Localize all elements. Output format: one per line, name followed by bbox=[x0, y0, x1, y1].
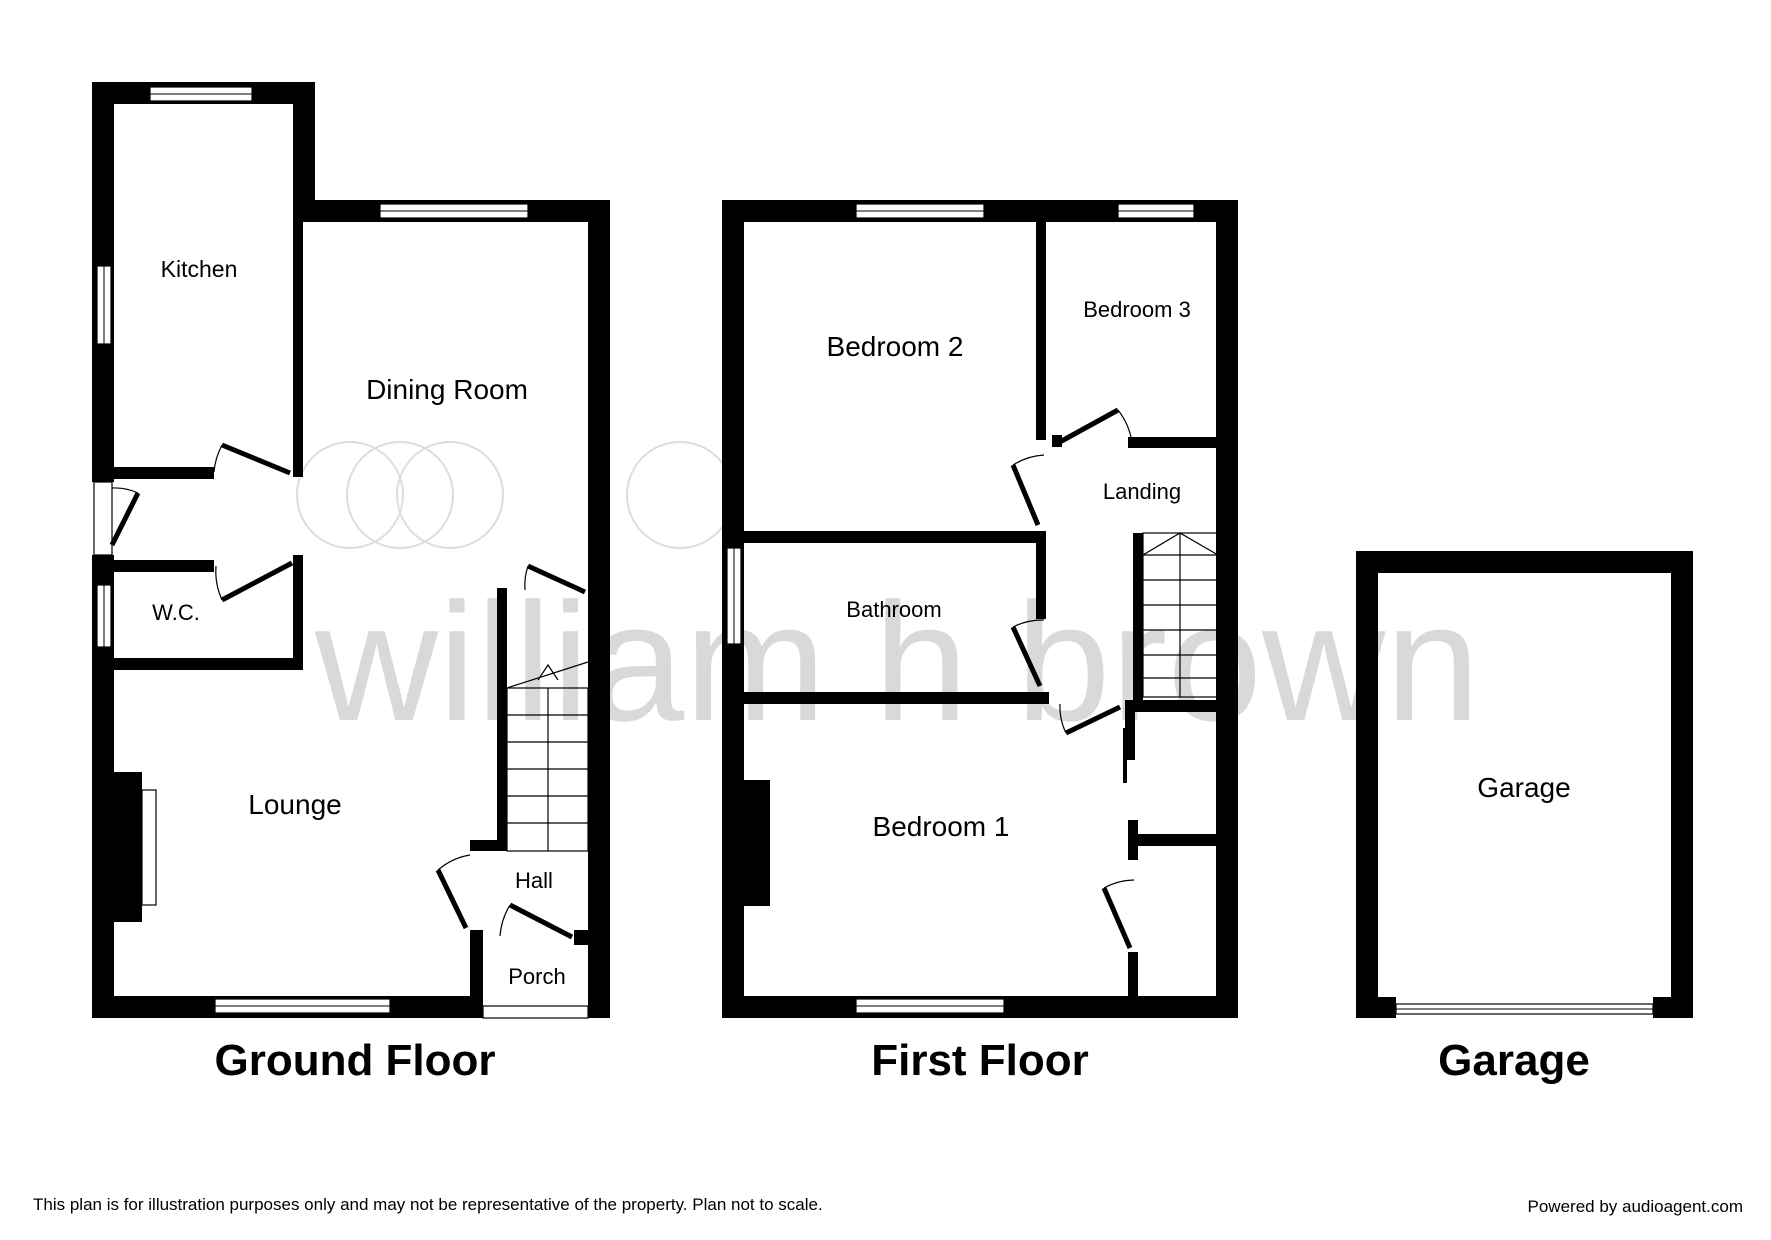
room-label-garage: Garage bbox=[1477, 772, 1570, 803]
room-label-kitchen: Kitchen bbox=[161, 256, 238, 282]
porch-entrance bbox=[482, 1005, 589, 1019]
ground-floor-windows bbox=[93, 86, 589, 1019]
room-label-lounge: Lounge bbox=[248, 789, 341, 820]
door-bathroom bbox=[1010, 619, 1045, 688]
room-label-bedroom2: Bedroom 2 bbox=[827, 331, 964, 362]
watermark-text: william h brown bbox=[314, 568, 1480, 756]
window bbox=[96, 584, 112, 648]
room-label-bedroom3: Bedroom 3 bbox=[1083, 297, 1191, 322]
room-label-landing: Landing bbox=[1103, 479, 1181, 504]
door-wc bbox=[215, 560, 294, 603]
disclaimer-text: This plan is for illustration purposes o… bbox=[33, 1195, 823, 1214]
door-lounge-hall bbox=[435, 854, 471, 930]
window bbox=[379, 203, 529, 219]
room-label-hall: Hall bbox=[515, 868, 553, 893]
powered-by-text: Powered by audioagent.com bbox=[1527, 1197, 1743, 1216]
ground-floor-stairs bbox=[506, 661, 589, 852]
window bbox=[855, 203, 985, 219]
ground-floor-doors bbox=[109, 442, 587, 940]
title-ground-floor: Ground Floor bbox=[214, 1036, 495, 1085]
room-labels: Kitchen Dining Room W.C. Lounge Hall Por… bbox=[152, 256, 1571, 989]
first-floor-stairs bbox=[1133, 532, 1219, 703]
room-label-bedroom1: Bedroom 1 bbox=[873, 811, 1010, 842]
title-first-floor: First Floor bbox=[871, 1036, 1089, 1085]
door-bedroom2 bbox=[1010, 454, 1045, 526]
door-bedroom3 bbox=[1056, 407, 1133, 446]
room-label-porch: Porch bbox=[508, 964, 565, 989]
first-floor-windows bbox=[726, 203, 1195, 1014]
watermark: william h brown bbox=[296, 441, 1480, 756]
window bbox=[855, 998, 1005, 1014]
fireplace-hearth bbox=[141, 789, 157, 906]
floor-titles: Ground Floor First Floor Garage bbox=[214, 1036, 1589, 1085]
window bbox=[149, 86, 253, 102]
garage-walls bbox=[1356, 551, 1693, 1018]
watermark-rings bbox=[296, 441, 734, 549]
garage-door bbox=[1395, 1003, 1654, 1015]
door-dining-hall bbox=[524, 563, 587, 595]
title-garage: Garage bbox=[1438, 1036, 1590, 1085]
door-porch bbox=[499, 902, 574, 940]
door-cupboard bbox=[1101, 879, 1135, 949]
room-label-bathroom: Bathroom bbox=[846, 597, 941, 622]
room-label-dining-room: Dining Room bbox=[366, 374, 528, 405]
door-bedroom1 bbox=[1059, 703, 1127, 783]
side-door-opening bbox=[93, 481, 113, 556]
window bbox=[96, 265, 112, 345]
first-floor-doors bbox=[1010, 407, 1135, 949]
window bbox=[1117, 203, 1195, 219]
window bbox=[214, 998, 391, 1014]
door-kitchen bbox=[213, 442, 291, 476]
room-label-wc: W.C. bbox=[152, 600, 200, 625]
door-side bbox=[109, 487, 141, 547]
window bbox=[726, 547, 742, 645]
